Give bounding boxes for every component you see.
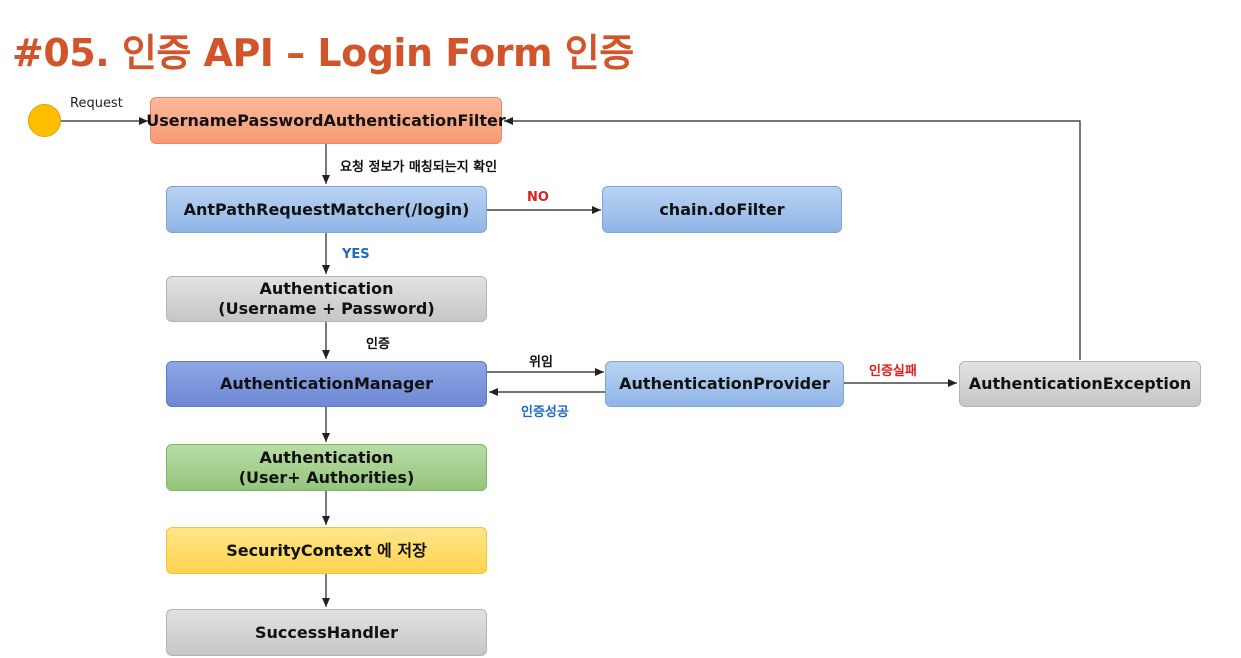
dofilter-box: chain.doFilter <box>602 186 842 233</box>
auth-token-box: Authentication (Username + Password) <box>166 276 487 322</box>
auth-result-box: Authentication (User+ Authorities) <box>166 444 487 491</box>
filter-box: UsernamePasswordAuthenticationFilter <box>146 97 506 144</box>
auth-label: 인증 <box>366 337 390 352</box>
delegate-label: 위임 <box>529 355 553 370</box>
auth-fail-label: 인증실패 <box>869 364 917 379</box>
exception-box: AuthenticationException <box>959 361 1201 407</box>
context-box: SecurityContext 에 저장 <box>166 527 487 574</box>
success-handler-box: SuccessHandler <box>166 609 487 656</box>
manager-box: AuthenticationManager <box>166 361 487 407</box>
auth-success-label: 인증성공 <box>521 405 569 420</box>
page-title: #05. 인증 API – Login Form 인증 <box>12 31 634 75</box>
matcher-box: AntPathRequestMatcher(/login) <box>166 186 487 233</box>
request-label: Request <box>70 96 123 111</box>
provider-box: AuthenticationProvider <box>605 361 844 407</box>
yes-label: YES <box>342 247 370 262</box>
no-label: NO <box>527 190 549 205</box>
start-node-circle <box>28 104 61 137</box>
check-label: 요청 정보가 매칭되는지 확인 <box>340 160 498 175</box>
arrow-exception-to-filter <box>504 117 1081 360</box>
